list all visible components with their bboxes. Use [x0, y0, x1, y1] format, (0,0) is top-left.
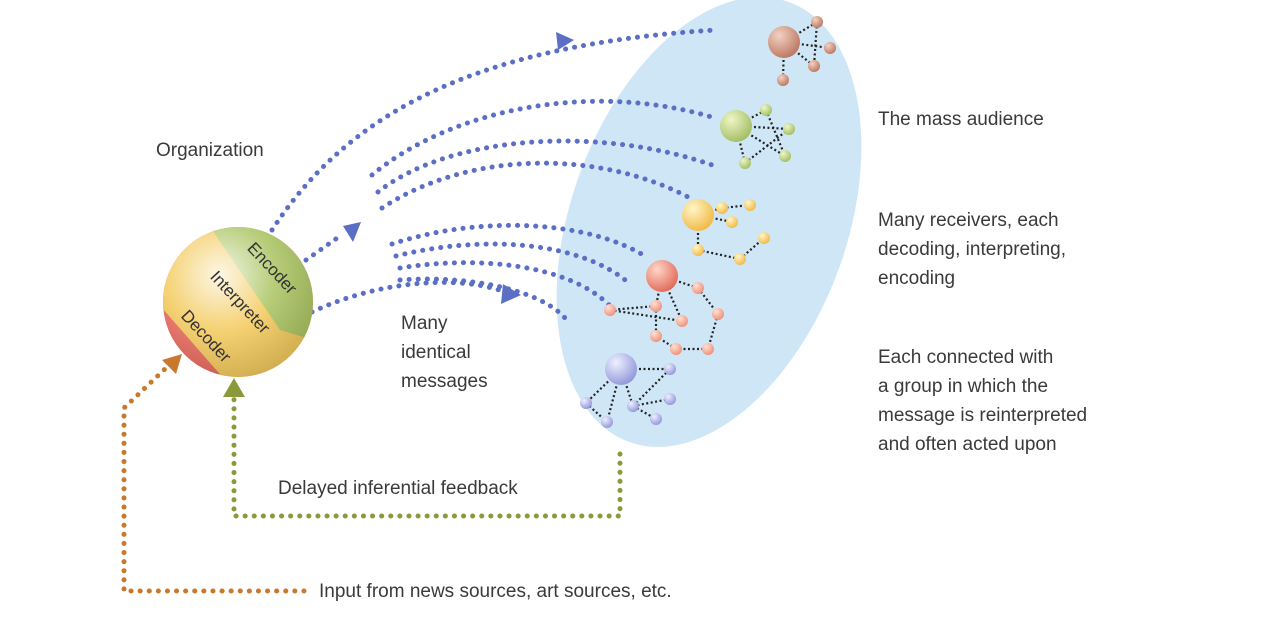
mass-audience-ellipse: [556, 0, 862, 447]
input-loop: [121, 365, 307, 594]
receiver-group-2: [720, 104, 795, 169]
message-arc-5: [389, 222, 651, 261]
receivers-line-1: Many receivers, each: [878, 210, 1059, 231]
connected-line-1: Each connected with: [878, 347, 1054, 368]
feedback-label: Delayed inferential feedback: [278, 478, 518, 499]
mass-audience-label: The mass audience: [878, 109, 1044, 130]
input-label: Input from news sources, art sources, et…: [319, 581, 672, 602]
message-arc-7: [397, 260, 613, 309]
connected-description: Each connected with a group in which the…: [878, 343, 1087, 459]
receiver-node: [682, 199, 714, 231]
connected-line-2: a group in which the: [878, 376, 1049, 397]
receivers-description: Many receivers, each decoding, interpret…: [878, 206, 1066, 293]
messages-line-2: identical: [401, 342, 471, 363]
organization-sphere: Encoder Interpreter Decoder: [163, 227, 313, 377]
messages-line-1: Many: [401, 313, 448, 334]
receiver-node: [646, 260, 678, 292]
arrowhead-top: [556, 32, 574, 50]
receiver-node: [720, 110, 752, 142]
feedback-arrowhead: [223, 378, 245, 397]
receivers-line-3: encoding: [878, 268, 956, 289]
messages-label: Many identical messages: [401, 309, 488, 396]
messages-line-3: messages: [401, 371, 488, 392]
message-arrow-short: [303, 233, 343, 263]
message-arc-4: [379, 160, 693, 211]
message-arrows: [269, 27, 718, 321]
arrowhead-short: [343, 222, 361, 242]
connected-line-4: and often acted upon: [878, 434, 1057, 455]
receiver-group-5: [580, 353, 676, 428]
receiver-group-4: [604, 260, 724, 355]
connected-line-3: message is reinterpreted: [878, 405, 1088, 426]
receivers-line-2: decoding, interpreting,: [878, 239, 1067, 260]
message-arc-3: [375, 138, 718, 195]
message-arc-9: [309, 279, 508, 315]
message-arc-2: [369, 98, 718, 178]
organization-label: Organization: [156, 140, 264, 161]
message-arc-top: [269, 27, 718, 233]
input-arrowhead: [162, 354, 182, 374]
arrowhead-lower: [501, 284, 521, 304]
delayed-feedback-loop: [231, 395, 623, 519]
message-arc-8: [397, 276, 568, 321]
message-arc-6: [393, 241, 633, 287]
receiver-node: [605, 353, 637, 385]
arrowheads: [343, 32, 574, 304]
receiver-node: [768, 26, 800, 58]
receiver-group-1: [768, 16, 836, 86]
receiver-group-3: [682, 199, 770, 265]
